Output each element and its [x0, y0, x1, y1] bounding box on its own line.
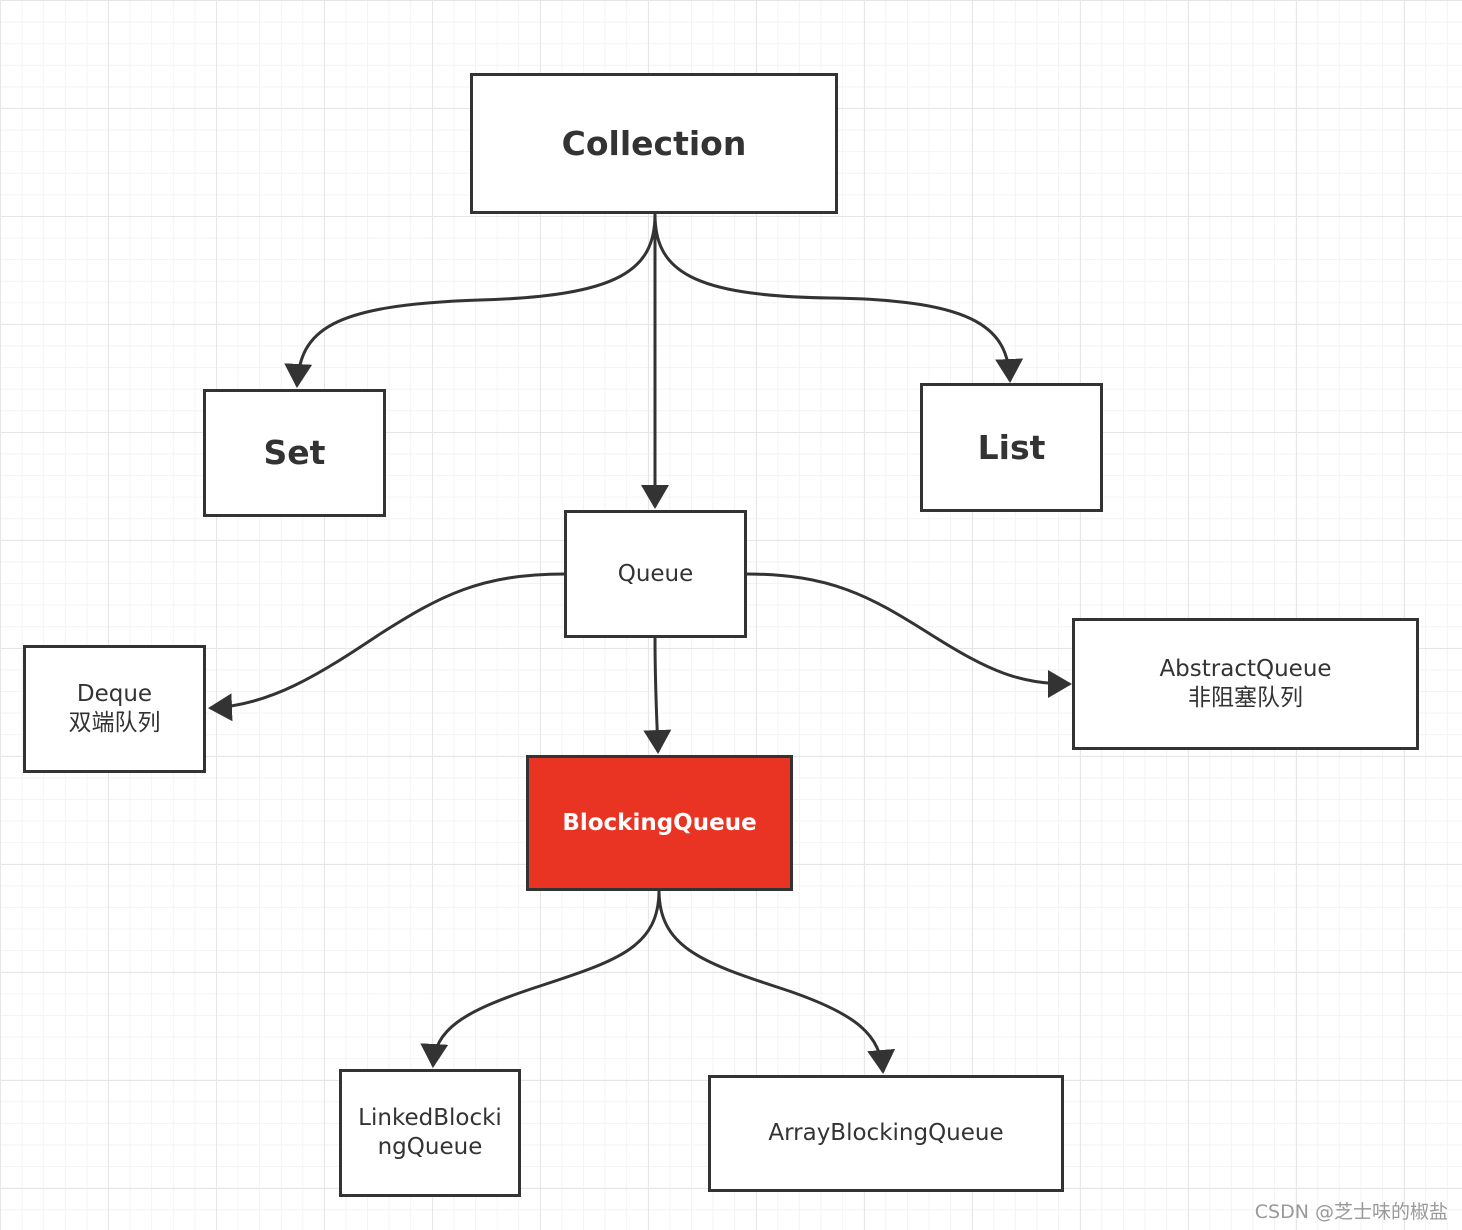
node-queue[interactable]: Queue	[564, 510, 747, 638]
node-set-label: Set	[263, 433, 326, 473]
node-list-label: List	[977, 427, 1046, 467]
edge-queue-deque	[208, 572, 566, 722]
node-deque[interactable]: Deque 双端队列	[23, 645, 206, 773]
edge-blocking-linked	[420, 889, 661, 1068]
node-array-blocking-queue-label: ArrayBlockingQueue	[768, 1120, 1004, 1147]
edge-queue-blocking-queue	[643, 636, 672, 754]
node-deque-label: Deque 双端队列	[68, 681, 161, 736]
node-queue-label: Queue	[617, 560, 694, 587]
edge-collection-list	[653, 213, 1024, 383]
node-linked-blocking-queue-label: LinkedBlocki ngQueue	[358, 1105, 502, 1160]
node-array-blocking-queue[interactable]: ArrayBlockingQueue	[708, 1075, 1064, 1192]
edge-blocking-array	[657, 889, 896, 1074]
node-collection-label: Collection	[561, 123, 747, 163]
node-collection[interactable]: Collection	[470, 73, 838, 214]
edge-collection-set	[284, 213, 657, 388]
edge-queue-abstract-queue	[745, 572, 1072, 698]
node-blocking-queue[interactable]: BlockingQueue	[526, 755, 793, 891]
watermark: CSDN @芝士味的椒盐	[1254, 1201, 1448, 1223]
node-blocking-queue-label: BlockingQueue	[562, 809, 757, 836]
node-set[interactable]: Set	[203, 389, 386, 517]
node-abstract-queue[interactable]: AbstractQueue 非阻塞队列	[1072, 618, 1419, 750]
node-linked-blocking-queue[interactable]: LinkedBlocki ngQueue	[339, 1069, 521, 1197]
node-list[interactable]: List	[920, 383, 1103, 512]
node-abstract-queue-label: AbstractQueue 非阻塞队列	[1159, 656, 1332, 711]
